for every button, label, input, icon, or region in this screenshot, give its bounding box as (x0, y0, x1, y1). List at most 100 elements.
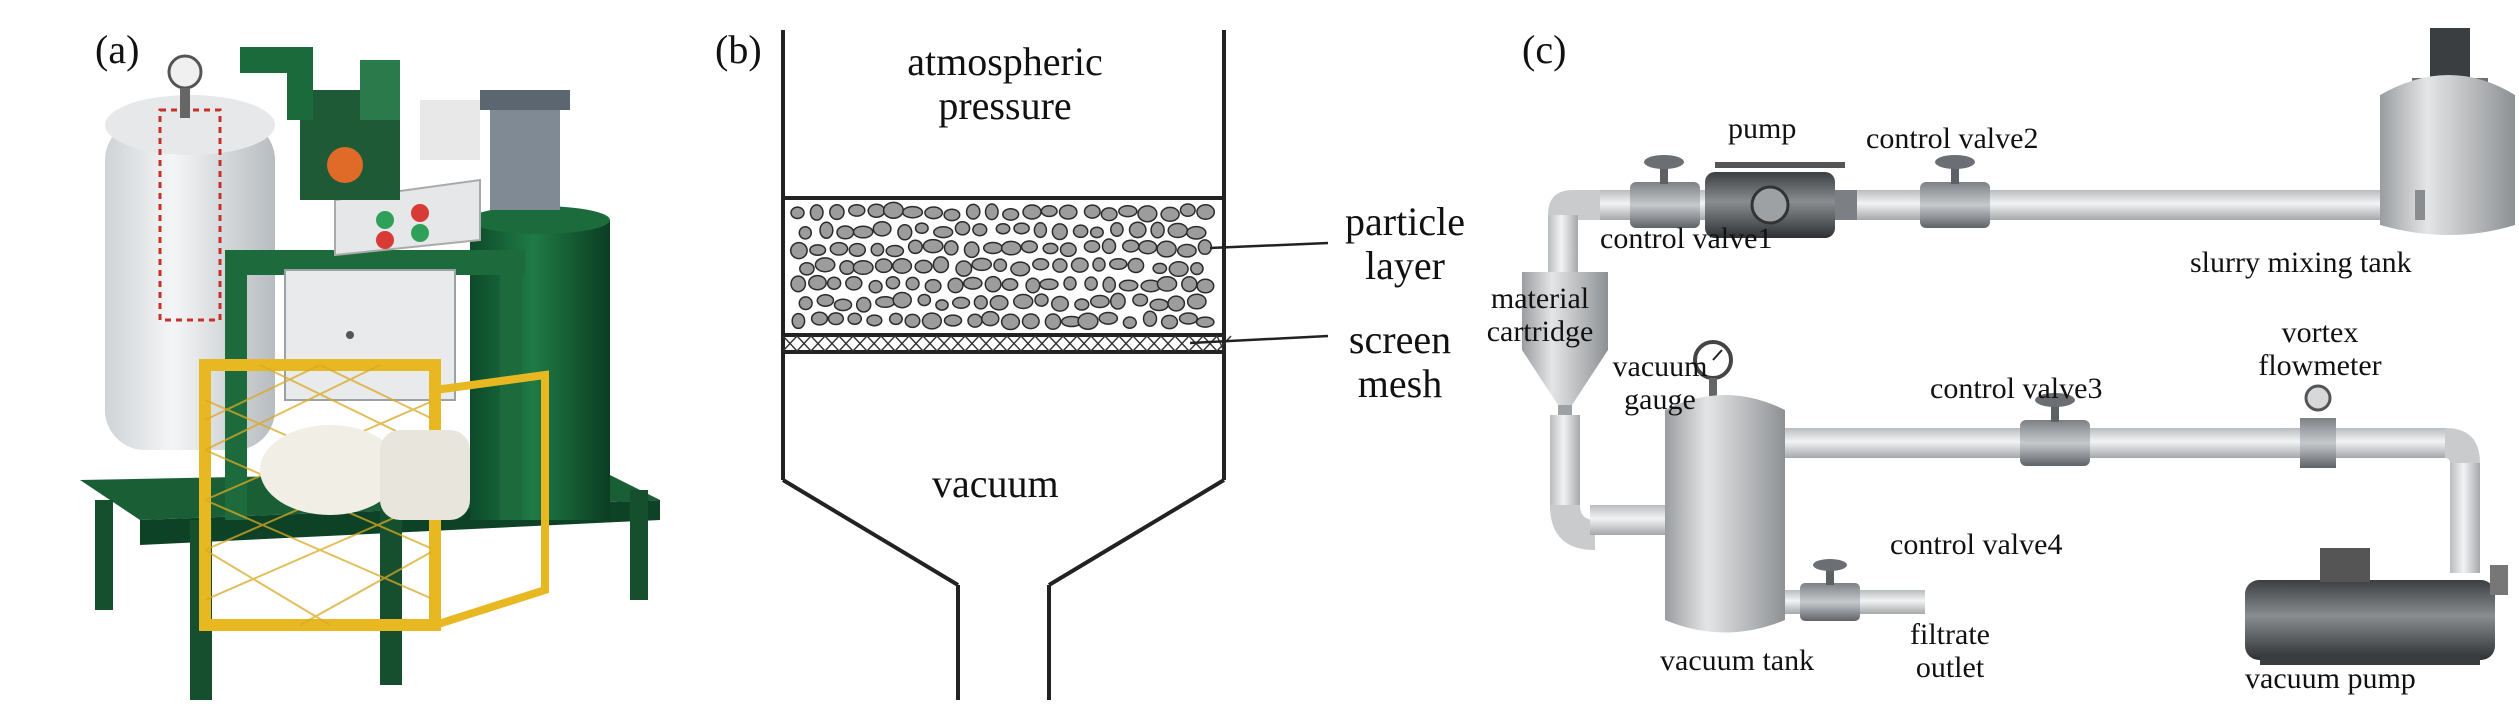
particle (1127, 257, 1145, 274)
particle (963, 241, 980, 259)
particle (809, 204, 824, 221)
particle (1101, 238, 1117, 255)
particle (888, 312, 903, 326)
particle (1156, 240, 1177, 258)
particle (845, 275, 863, 291)
funnel-left (781, 478, 960, 587)
filtrate-line2: outlet (1915, 651, 1985, 684)
panel-c-tag: (c) (1522, 27, 1567, 72)
particle (1137, 205, 1158, 223)
mesh-strand (1160, 335, 1176, 352)
particle (1070, 257, 1089, 273)
particle (905, 276, 920, 291)
particle (1021, 313, 1040, 330)
material-line1: material (1490, 282, 1590, 315)
particle (1197, 239, 1213, 256)
particle (852, 225, 874, 239)
particle (814, 257, 836, 273)
mesh-strand (936, 335, 952, 352)
middle-pipe (1785, 428, 2445, 458)
particle (1051, 223, 1068, 241)
funnel-right (1047, 478, 1226, 587)
particle (809, 244, 827, 257)
particle (791, 312, 806, 330)
mesh-strand (1006, 335, 1022, 352)
particle (808, 274, 827, 291)
particle (967, 313, 983, 328)
particle (855, 296, 872, 313)
particle (924, 278, 942, 294)
particle (1167, 295, 1186, 312)
mesh-strand (1090, 335, 1106, 352)
vacuum-gauge (1693, 340, 1733, 398)
gauge (167, 54, 203, 90)
mesh-strand (1020, 335, 1036, 352)
material-line2: cartridge (1486, 315, 1594, 348)
vacuum-pump-label: vacuum pump (2245, 662, 2416, 695)
particle (1083, 240, 1101, 253)
particle (955, 260, 973, 277)
pump-label: pump (1728, 112, 1797, 145)
vortex-line2: flowmeter (2258, 349, 2382, 382)
screen-line2: mesh (1357, 361, 1443, 406)
control-valve2 (1920, 155, 1990, 228)
mesh-strand (1048, 335, 1064, 352)
particle (1196, 204, 1216, 220)
particle (1013, 222, 1030, 235)
equipment-illustration (80, 47, 660, 700)
particle (1083, 204, 1101, 219)
mesh-strand (866, 335, 882, 352)
particle (870, 242, 885, 257)
pump (1705, 162, 1857, 238)
particle (965, 203, 981, 220)
mesh-strand (894, 335, 910, 352)
particle (872, 220, 892, 237)
mesh-strand (1132, 335, 1148, 352)
particle (1186, 225, 1207, 240)
particle (1058, 204, 1078, 220)
particle (1142, 310, 1158, 327)
particle (798, 296, 813, 311)
particle (1072, 224, 1089, 239)
particle (1156, 276, 1178, 292)
mesh-strand (1202, 335, 1218, 352)
control-valve3 (2020, 393, 2090, 466)
particle (816, 294, 835, 307)
particle (819, 221, 834, 239)
particle (1063, 276, 1077, 291)
particle (866, 314, 883, 327)
particle (875, 295, 896, 309)
atmo-line1: atmospheric (907, 39, 1103, 84)
mesh-strand (1174, 335, 1190, 352)
particle (1196, 278, 1215, 294)
particle (933, 226, 954, 239)
mesh-strand (796, 335, 812, 352)
filtrate-line1: filtrate (1910, 618, 1990, 651)
particle (902, 205, 924, 219)
control-valve3-label: control valve3 (1930, 372, 2103, 405)
particle (1000, 240, 1022, 256)
particle (907, 239, 923, 255)
particle (836, 225, 855, 240)
particle (1102, 276, 1117, 293)
particle (914, 259, 933, 274)
particle (1160, 314, 1179, 330)
particle (1109, 257, 1128, 271)
mesh-strand (810, 335, 826, 352)
particle (868, 279, 883, 294)
vacuum-gauge-label: vacuum gauge (1600, 350, 1720, 416)
particle (982, 241, 1004, 255)
particle (1032, 258, 1050, 271)
particle-layer-label: particle layer (1325, 200, 1485, 288)
particle (904, 313, 921, 329)
particle (1149, 298, 1169, 312)
particle (995, 222, 1011, 235)
panel-a-equipment-photo: (a) (0, 0, 700, 716)
particle (1002, 207, 1020, 221)
screen-line1: screen (1348, 317, 1452, 362)
particle (1176, 243, 1197, 258)
particle (1089, 294, 1110, 309)
particle (789, 241, 808, 260)
control-valve2-label: control valve2 (1866, 122, 2039, 155)
particle-line2: layer (1365, 243, 1445, 288)
